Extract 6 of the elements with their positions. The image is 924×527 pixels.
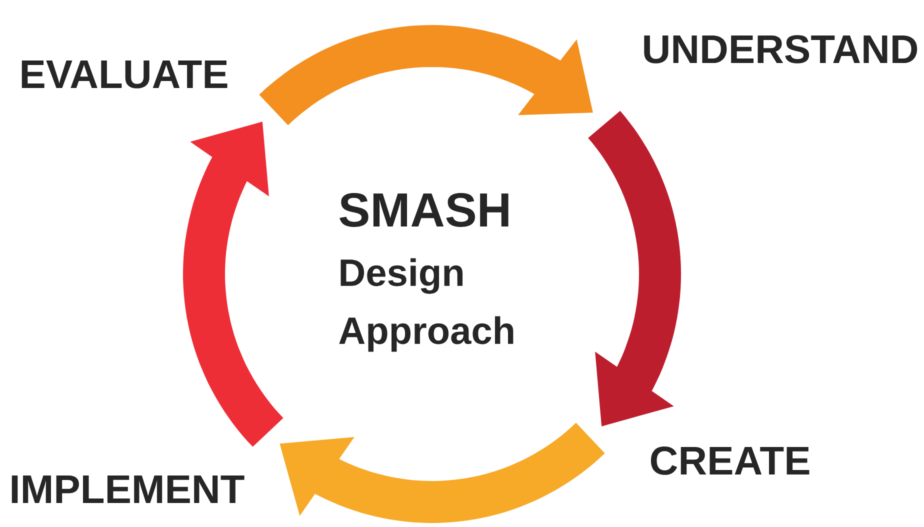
step-label: IMPLEMENT (12, 475, 244, 503)
step-label: CREATE (650, 446, 810, 475)
step-label: EVALUATE (22, 60, 228, 88)
center-text: Design Approach (339, 258, 514, 352)
step-label: UNDERSTAND (644, 35, 918, 64)
center-text: SMASH (340, 193, 508, 227)
